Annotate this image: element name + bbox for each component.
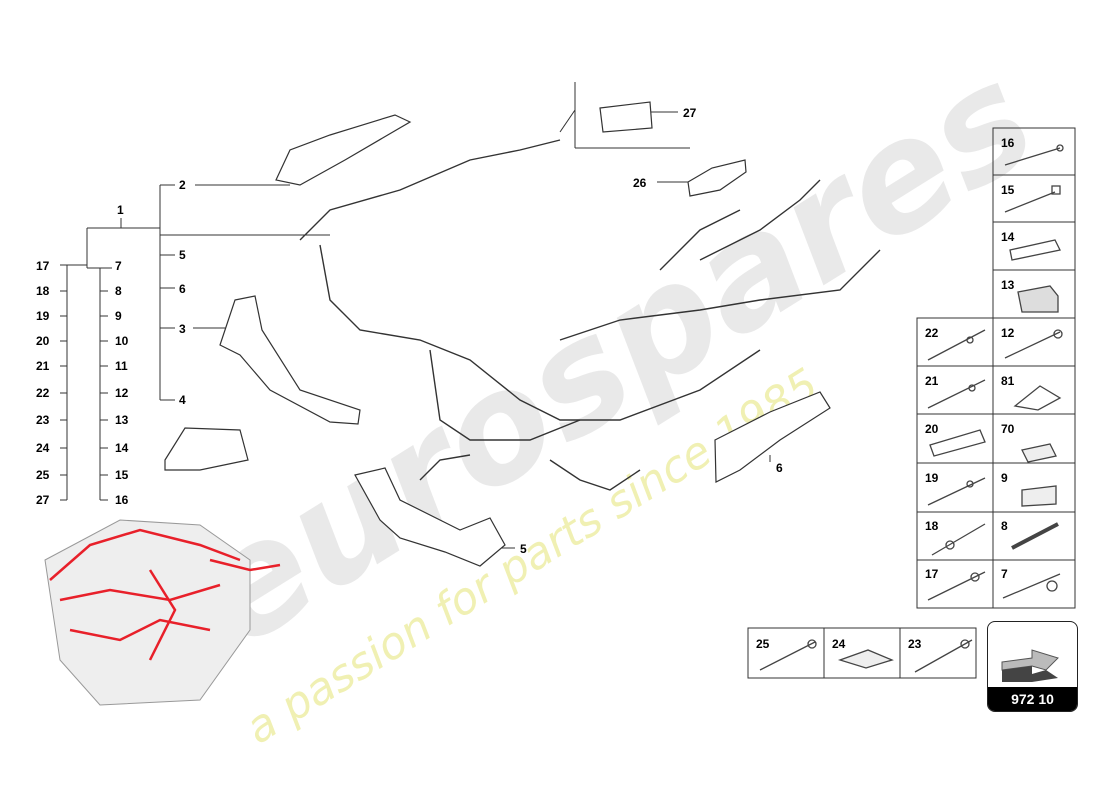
callout-18: 18 [36, 284, 50, 298]
grid-label-23: 23 [908, 637, 922, 651]
part-callouts: 26 27 5 6 [520, 106, 783, 556]
strap-8 [1011, 522, 1059, 550]
part-6-duct [714, 391, 831, 483]
callout-9: 9 [115, 309, 122, 323]
grid-label-13: 13 [1001, 278, 1015, 292]
clip-14 [1009, 239, 1061, 261]
callout-2: 2 [179, 178, 186, 192]
cable-tie-18 [931, 523, 986, 556]
highlighted-harness [49, 528, 281, 661]
clip-20 [929, 429, 986, 457]
cable-tie-21 [927, 379, 986, 409]
callout-5-branch: 5 [179, 248, 186, 262]
grid-label-20: 20 [925, 422, 939, 436]
part-sketches [759, 144, 1064, 673]
grid-label-25: 25 [756, 637, 770, 651]
callout-6-part: 6 [776, 461, 783, 475]
cable-tie-15 [1004, 191, 1056, 213]
page-reference-number: 972 10 [988, 687, 1077, 711]
cable-tie-17 [927, 571, 986, 601]
cable-tie-12 [1004, 331, 1061, 359]
callout-8: 8 [115, 284, 122, 298]
grid-label-70: 70 [1001, 422, 1015, 436]
callout-27: 27 [36, 493, 50, 507]
harness-wires [299, 139, 881, 491]
branch-callouts: 2 5 6 3 4 [179, 178, 186, 407]
grid-label-16: 16 [1001, 136, 1015, 150]
cable-tie-22 [927, 329, 986, 361]
callout-11: 11 [115, 359, 128, 373]
grid-label-7: 7 [1001, 567, 1008, 581]
grid-labels-bottom: 25 24 23 [756, 637, 922, 651]
callout-25: 25 [36, 468, 50, 482]
grid-labels-left: 22 21 20 19 18 17 [925, 326, 939, 581]
callout-27: 27 [683, 106, 697, 120]
callout-10: 10 [115, 334, 129, 348]
left-column-ticks [60, 264, 108, 501]
grid-label-14: 14 [1001, 230, 1015, 244]
callout-1: 1 [117, 203, 124, 217]
callout-13: 13 [115, 413, 129, 427]
part-3-duct [219, 295, 361, 425]
cable-tie-23 [914, 639, 973, 673]
clip-24 [837, 649, 894, 669]
callout-19: 19 [36, 309, 50, 323]
grid-label-24: 24 [832, 637, 846, 651]
grid-label-19: 19 [925, 471, 939, 485]
part-26-bracket [687, 159, 747, 197]
part-2-bracket [275, 114, 412, 186]
callout-4: 4 [179, 393, 186, 407]
grid-label-81: 81 [1001, 374, 1015, 388]
grid-label-22: 22 [925, 326, 939, 340]
grid-label-21: 21 [925, 374, 939, 388]
callout-17: 17 [36, 259, 50, 273]
left-column-b: 7 8 9 10 11 12 13 14 15 16 [115, 259, 129, 507]
grid-label-17: 17 [925, 567, 939, 581]
engine-thumbnail [44, 519, 281, 706]
grid-labels-right: 16 15 14 13 12 81 70 9 8 7 [1001, 136, 1015, 581]
grid-lines [747, 127, 1076, 679]
part-27-cover [599, 101, 653, 133]
callout-12: 12 [115, 386, 129, 400]
callout-20: 20 [36, 334, 50, 348]
callout-5-part: 5 [520, 542, 527, 556]
callout-tree [66, 82, 771, 549]
callout-15: 15 [115, 468, 129, 482]
page-reference-box: 972 10 [987, 621, 1078, 712]
callout-23: 23 [36, 413, 50, 427]
clip-70 [1021, 443, 1057, 463]
part-5-duct [354, 467, 506, 567]
grid-label-18: 18 [925, 519, 939, 533]
grid-label-12: 12 [1001, 326, 1015, 340]
cable-tie-25 [759, 641, 816, 671]
callout-22: 22 [36, 386, 50, 400]
clip-13 [1017, 285, 1059, 313]
cable-tie-16 [1004, 147, 1061, 166]
callout-21: 21 [36, 359, 50, 373]
cable-tie-19 [927, 477, 986, 506]
harness-art [164, 101, 831, 567]
cable-tie-7 [1002, 573, 1061, 599]
callout-14: 14 [115, 441, 129, 455]
clip-81 [1013, 385, 1062, 411]
grid-label-15: 15 [1001, 183, 1015, 197]
grid-label-9: 9 [1001, 471, 1008, 485]
callout-7: 7 [115, 259, 122, 273]
clip-9 [1021, 485, 1057, 507]
callout-24: 24 [36, 441, 50, 455]
left-column-a: 17 18 19 20 21 22 23 24 25 27 [36, 259, 50, 507]
callout-26: 26 [633, 176, 647, 190]
direction-arrow-icon [1001, 649, 1059, 682]
grid-label-8: 8 [1001, 519, 1008, 533]
callout-3: 3 [179, 322, 186, 336]
callout-16: 16 [115, 493, 129, 507]
part-4-bracket [164, 427, 249, 471]
callout-6-branch: 6 [179, 282, 186, 296]
